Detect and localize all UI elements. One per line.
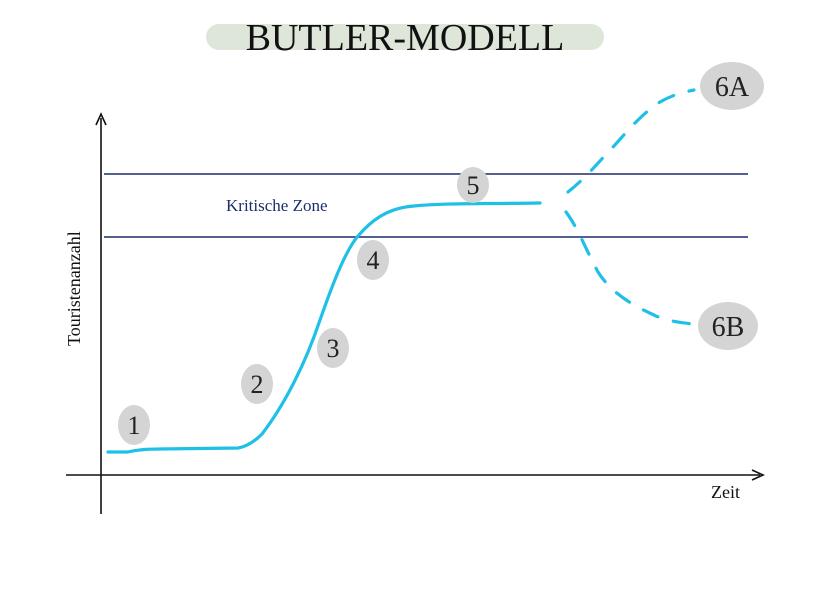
badge-bg	[241, 364, 273, 404]
badge-bg	[118, 405, 150, 445]
y-axis-label: Touristenanzahl	[64, 231, 84, 346]
stage-badge-4: 4	[357, 240, 389, 280]
badge-bg	[698, 302, 758, 350]
x-axis-label: Zeit	[711, 482, 740, 502]
stage-badge-2: 2	[241, 364, 273, 404]
stage-badge-6b: 6B	[698, 302, 758, 350]
stage-label: 3	[327, 334, 340, 363]
badge-bg	[700, 62, 764, 110]
stage-badge-3: 3	[317, 328, 349, 368]
branch-6b-curve	[564, 210, 696, 326]
stage-label: 5	[467, 171, 480, 200]
badge-bg	[457, 167, 489, 203]
y-axis-arrow	[95, 112, 107, 126]
stage-badge-1: 1	[118, 405, 150, 445]
badge-bg	[357, 240, 389, 280]
branch-6a-curve	[566, 88, 696, 194]
stage-label: 1	[128, 411, 141, 440]
title-highlight	[206, 24, 604, 50]
diagram-title: BUTLER-MODELL	[246, 17, 565, 59]
tourism-curve	[106, 201, 542, 454]
stage-badge-5: 5	[457, 167, 489, 203]
x-axis-arrow	[751, 469, 765, 481]
badge-bg	[317, 328, 349, 368]
zone-label: Kritische Zone	[226, 196, 328, 215]
stage-label: 6A	[715, 72, 750, 103]
stage-label: 4	[367, 246, 380, 275]
stage-badge-6a: 6A	[700, 62, 764, 110]
stage-label: 6B	[712, 312, 745, 343]
stage-label: 2	[251, 370, 264, 399]
